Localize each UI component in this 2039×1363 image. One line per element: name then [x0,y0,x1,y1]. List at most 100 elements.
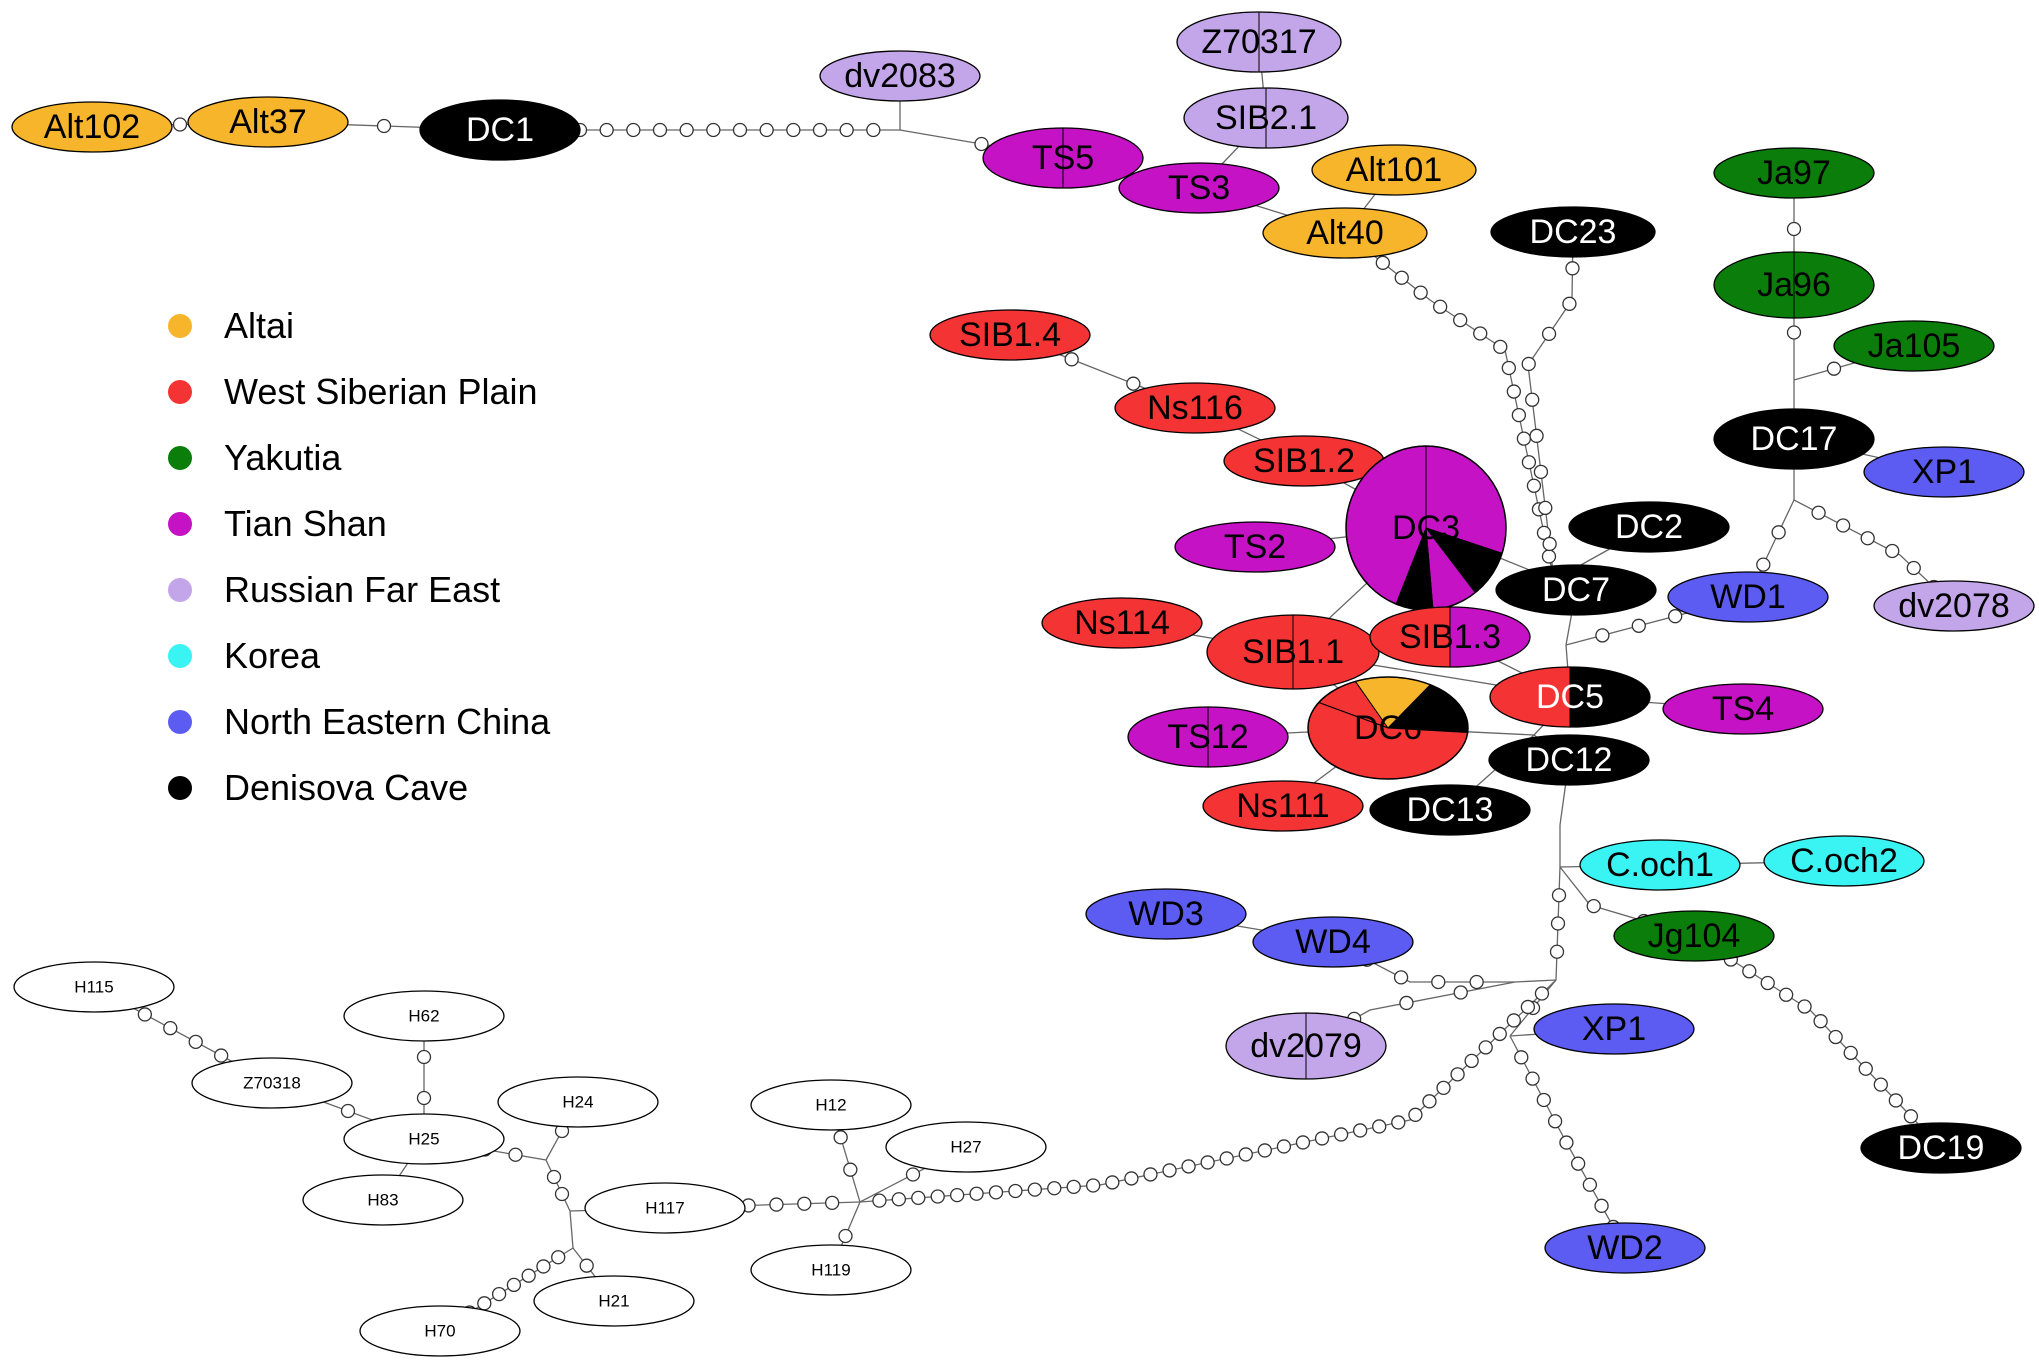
median-vector-dot [1631,618,1646,633]
median-vector-dot [521,1268,536,1283]
legend-swatch [168,644,192,668]
median-vector-dot [1541,326,1557,342]
median-vector-dot [1525,1071,1540,1086]
median-vector-dot [905,1167,921,1182]
median-vector-dot [536,1259,551,1274]
legend-label: North Eastern China [224,701,551,742]
node-outline [302,1174,464,1226]
median-vector-dot [416,1049,432,1065]
haplotype-node-jg104: Jg104 [1613,910,1775,962]
node-label: DC17 [1751,420,1838,458]
legend-swatch [168,578,192,602]
node-label: DC7 [1542,571,1610,609]
median-vector-dot [824,1195,840,1211]
haplotype-node-wd2: WD2 [1544,1222,1706,1274]
median-vector-dot [1541,549,1557,564]
node-outline [1202,780,1364,832]
haplotype-node-dv2078: dv2078 [1873,580,2035,632]
median-vector-dot [1238,1147,1253,1162]
haplotype-node-sib1-3: SIB1.3 [1369,606,1531,668]
haplotype-node-ts12: TS12 [1127,706,1289,768]
median-vector-dot [1413,285,1428,300]
node-outline [11,101,173,153]
median-vector-dot [1493,339,1508,354]
haplotype-node-sib1-1: SIB1.1 [1206,614,1380,690]
node-outline [497,1076,659,1128]
median-vector-dot [1858,1061,1873,1076]
median-vector-dot [1514,1050,1529,1065]
node-label: Ja105 [1868,327,1961,365]
median-vector-dot [652,122,668,138]
median-vector-dot [797,1196,812,1211]
node-outline [1311,144,1477,196]
edge [569,1210,574,1249]
haplotype-node-dc6: DC6 [1307,676,1469,780]
node-outline [819,50,981,102]
median-vector-dot [1027,1182,1043,1197]
median-vector-dot [1047,1181,1062,1196]
node-outline [1369,784,1531,836]
median-vector-dot [1399,995,1414,1011]
node-label: H119 [811,1261,850,1280]
legend-label: Russian Far East [224,569,501,610]
node-outline [1613,910,1775,962]
haplotype-node-h117: H117 [584,1182,746,1234]
haplotype-node-sib1-4: SIB1.4 [929,309,1091,361]
median-vector-dot [1432,299,1448,314]
median-vector-dot [891,1192,907,1207]
median-vector-dot [1391,1115,1406,1130]
haplotype-node-dc17: DC17 [1713,408,1875,470]
median-vector-dot [1542,536,1557,552]
haplotype-node-h12: H12 [750,1079,912,1131]
node-outline [1114,382,1276,434]
node-outline [885,1121,1047,1173]
node-outline [1667,571,1829,623]
node-outline [1174,521,1336,573]
node-outline [1495,564,1657,616]
median-vector-dot [1813,1014,1828,1029]
median-vector-dot [1888,1093,1904,1108]
median-vector-dot [1295,1135,1311,1150]
median-vector-dot [579,1258,594,1273]
median-vector-dot [1885,543,1900,559]
median-vector-dot [1501,360,1516,376]
node-label: DC5 [1536,678,1604,716]
node-outline [1533,1003,1695,1055]
haplotype-node-h119: H119 [750,1244,912,1296]
median-vector-dot [1431,974,1446,990]
haplotype-node-dc19: DC19 [1860,1122,2022,1174]
median-vector-dot [1450,1067,1465,1082]
node-label: H115 [74,978,113,997]
node-outline [1860,1122,2022,1174]
edge [1514,979,1557,983]
haplotype-node-alt40: Alt40 [1262,207,1428,259]
haplotype-node-ja105: Ja105 [1833,320,1995,372]
median-vector-dot [1771,525,1786,540]
median-vector-dot [1860,531,1875,546]
node-label: C.och1 [1606,846,1714,884]
median-vector-dot [1760,975,1775,991]
median-vector-dot [1473,326,1488,341]
median-vectors [112,117,1942,1329]
median-vector-dot [1085,1178,1101,1193]
node-label: H25 [408,1130,439,1149]
median-vector-dot [988,1185,1004,1200]
median-vector-dot [1778,987,1794,1002]
median-vector-dot [1506,384,1522,399]
legend-item-denisova-cave: Denisova Cave [160,768,620,808]
haplotype-node-h62: H62 [343,990,505,1042]
haplotype-node-wd3: WD3 [1085,888,1247,940]
node-outline [1763,835,1925,887]
node-outline [343,990,505,1042]
median-vector-dot [1843,1045,1858,1061]
median-vector-dot [1582,1177,1598,1192]
node-label: DC3 [1392,509,1460,547]
node-label: H83 [367,1191,398,1210]
median-vector-dot [1525,392,1540,407]
legend-swatch [168,776,192,800]
node-label: Z70318 [243,1074,301,1093]
haplotype-node-h24: H24 [497,1076,659,1128]
legend-swatch [168,314,192,338]
median-vector-dot [188,1034,203,1050]
median-vector-dot [1372,1119,1387,1134]
